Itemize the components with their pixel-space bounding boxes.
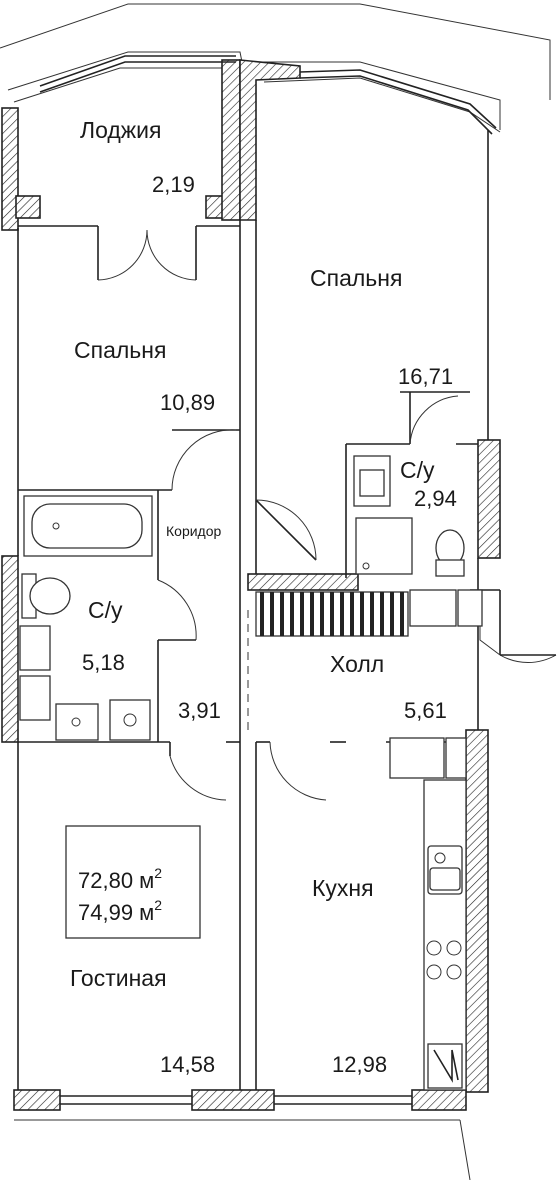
- area-summary-box: [65, 825, 201, 939]
- room-name-bath-left: С/у: [88, 597, 123, 623]
- room-name-bedroom-left: Спальня: [74, 337, 166, 363]
- doors: [97, 226, 557, 801]
- room-name-bath-small: С/у: [400, 457, 435, 483]
- room-name-living: Гостиная: [70, 965, 167, 991]
- room-area-bath-small: 2,94: [414, 486, 457, 511]
- bath-left-fixtures: [19, 495, 153, 741]
- room-name-kitchen: Кухня: [312, 875, 374, 901]
- living-area-value: 72,80 м2: [78, 865, 162, 893]
- glazing-top: [0, 3, 551, 133]
- room-area-bedroom-right: 16,71: [398, 364, 453, 389]
- wardrobe: [255, 591, 409, 637]
- room-area-loggia: 2,19: [152, 172, 195, 197]
- room-name-corridor: Коридор: [166, 523, 222, 539]
- windows: [14, 55, 497, 1180]
- room-name-hall: Холл: [330, 651, 384, 677]
- room-area-bedroom-left: 10,89: [160, 390, 215, 415]
- bath-small-fixtures: [353, 455, 483, 627]
- room-name-loggia: Лоджия: [80, 117, 162, 143]
- room-area-living: 14,58: [160, 1052, 215, 1077]
- room-area-corridor: 3,91: [178, 698, 221, 723]
- room-area-kitchen: 12,98: [332, 1052, 387, 1077]
- room-name-bedroom-right: Спальня: [310, 265, 402, 291]
- room-area-bath-left: 5,18: [82, 650, 125, 675]
- total-area-value: 74,99 м2: [78, 897, 162, 925]
- room-area-hall: 5,61: [404, 698, 447, 723]
- kitchen-fixtures: [423, 779, 467, 1091]
- hall-cabinets: [389, 737, 467, 779]
- exterior-walls: [1, 59, 501, 1111]
